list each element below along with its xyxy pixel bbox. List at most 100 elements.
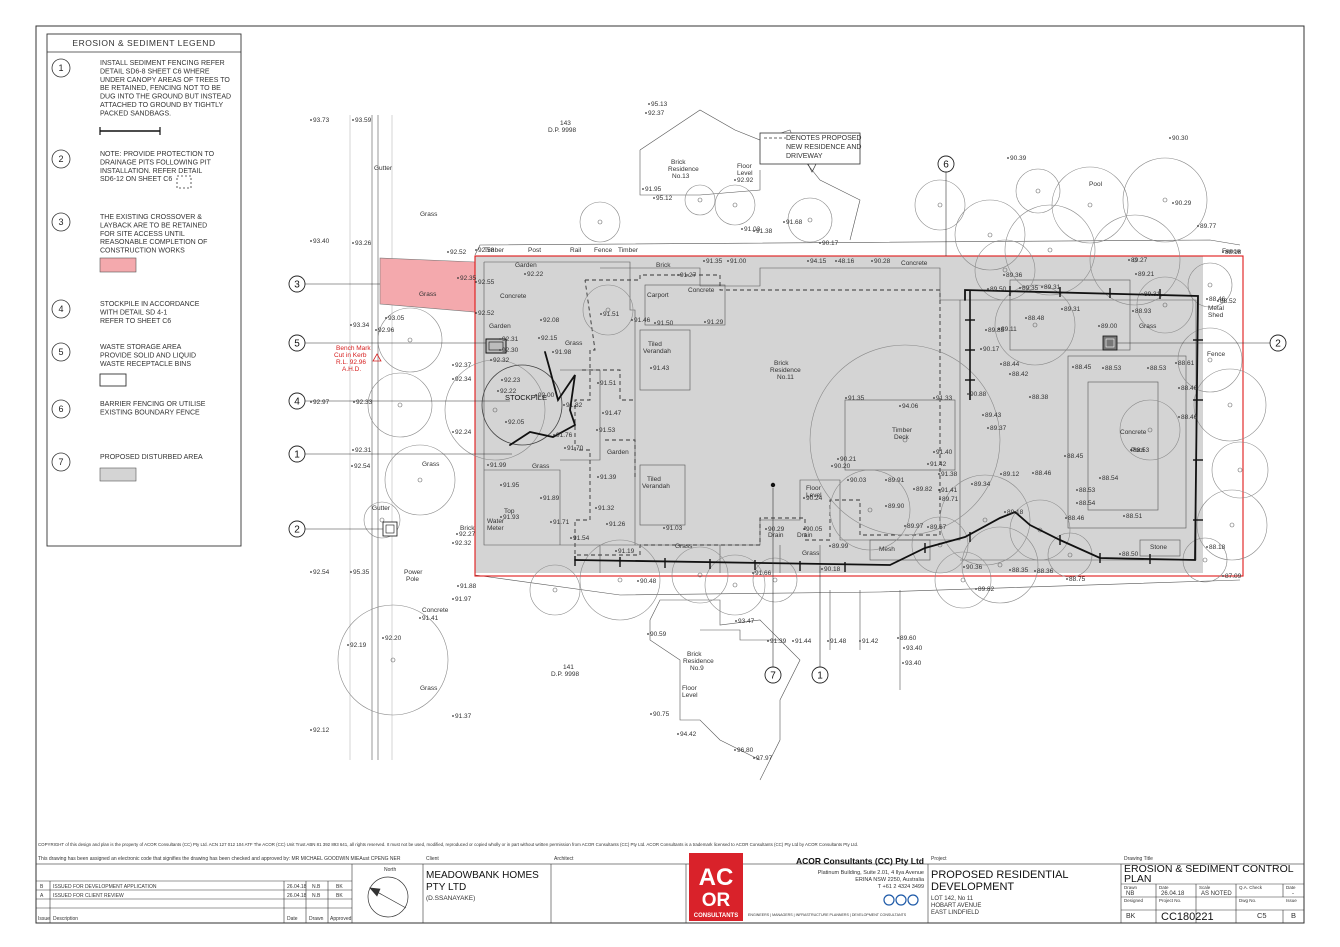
legend-marker: [51, 58, 71, 78]
svg-text:89.36: 89.36: [1006, 272, 1023, 279]
legend-text: DETAIL SD6-8 SHEET C6 WHERE: [100, 68, 210, 75]
plan-label: Deck: [894, 434, 910, 441]
spot-level: 88.93: [1132, 308, 1152, 315]
plan-label: No.11: [777, 374, 794, 381]
legend-marker: [51, 342, 71, 362]
plan-label: Tiled: [648, 341, 662, 348]
legend-text: PROVIDE SOLID AND LIQUID: [100, 352, 196, 359]
svg-text:88.53: 88.53: [1133, 447, 1150, 454]
svg-text:26.04.18: 26.04.18: [287, 884, 307, 890]
spot-level: 90.30: [1169, 135, 1189, 142]
spot-level: 91.44: [792, 638, 812, 645]
plan-label: Tiled: [647, 476, 661, 483]
svg-text:91.98: 91.98: [555, 349, 572, 356]
tree-canopy: [377, 307, 443, 373]
disturbed-area: [475, 256, 1203, 573]
svg-text:94.42: 94.42: [680, 731, 697, 738]
spot-level: 88.48: [1025, 315, 1045, 322]
spot-level: 88.46: [1065, 515, 1085, 522]
svg-text:92.54: 92.54: [354, 463, 371, 470]
logo-name: CONSULTANTS: [694, 913, 738, 919]
scale-label: Scale: [1199, 885, 1211, 890]
spot-level: 92.96: [375, 327, 395, 334]
plan-label: Post: [528, 247, 541, 254]
spot-level: 88.53: [1076, 487, 1096, 494]
plan-label: Pool: [1089, 181, 1103, 188]
north-arrow-icon: [367, 876, 409, 918]
spot-level: 91.95: [642, 186, 662, 193]
tree-canopy: [684, 184, 716, 216]
spot-level: 93.26: [352, 240, 372, 247]
svg-text:91.53: 91.53: [599, 427, 616, 434]
legend-marker-num: 4: [58, 304, 63, 314]
svg-text:95.13: 95.13: [651, 101, 668, 108]
project-label: Project: [931, 856, 947, 862]
spot-level: 89.12: [1000, 471, 1020, 478]
svg-text:92.58: 92.58: [478, 247, 495, 254]
svg-text:90.20: 90.20: [834, 463, 851, 470]
svg-text:92.31: 92.31: [355, 447, 372, 454]
svg-text:95.35: 95.35: [353, 569, 370, 576]
bench-mark-line-3: R.L. 92.96: [336, 359, 366, 366]
svg-text:92.34: 92.34: [455, 376, 472, 383]
spot-level: 90.36: [963, 564, 983, 571]
plan-label: D.P. 9998: [548, 127, 576, 134]
svg-text:N.B: N.B: [312, 893, 321, 899]
project-name-1: PROPOSED RESIDENTIAL: [931, 869, 1069, 881]
legend-text: UNDER CANOPY AREAS OF TREES TO: [100, 77, 230, 84]
svg-text:91.41: 91.41: [422, 615, 439, 622]
plan-label: Timber: [892, 427, 913, 434]
svg-text:89.31: 89.31: [1064, 306, 1081, 313]
spot-level: 91.46: [631, 317, 651, 324]
svg-text:91.68: 91.68: [786, 219, 803, 226]
plan-label: Metal: [1208, 305, 1224, 312]
svg-text:90.30: 90.30: [1172, 135, 1189, 142]
spot-level: 95.35: [350, 569, 370, 576]
svg-text:92.30: 92.30: [502, 347, 519, 354]
notice-line-3: DRIVEWAY: [786, 153, 823, 160]
svg-text:88.51: 88.51: [1126, 513, 1143, 520]
spot-level: 91.38: [753, 228, 773, 235]
client-name-1: MEADOWBANK HOMES: [426, 870, 539, 881]
spot-level: 91.03: [663, 525, 683, 532]
spot-level: 97.97: [753, 755, 773, 762]
plan-label: 143: [560, 120, 571, 127]
firm-address-1: Platinum Building, Suite 2.01, 4 Ilya Av…: [818, 870, 924, 876]
spot-level: 91.19: [615, 548, 635, 555]
client-name-2: PTY LTD: [426, 882, 466, 893]
legend-text: THE EXISTING CROSSOVER &: [100, 214, 202, 221]
spot-level: 92.52: [447, 249, 467, 256]
tree-canopy: [1119, 399, 1181, 461]
svg-text:91.51: 91.51: [603, 311, 620, 318]
spot-level: 91.53: [596, 427, 616, 434]
spot-level: 48.16: [835, 258, 855, 265]
svg-text:91.50: 91.50: [657, 320, 674, 327]
plan-label: Floor: [737, 163, 753, 170]
bench-mark: Bench Mark Cut in Kerb R.L. 92.96 A.H.D.: [334, 345, 382, 373]
legend-marker: [51, 452, 71, 472]
drawn-label: Drawn: [1124, 885, 1138, 890]
spot-level: 89.43: [982, 412, 1002, 419]
plan-label: Fence: [1222, 248, 1240, 255]
svg-text:91.41: 91.41: [941, 487, 958, 494]
tree-canopy: [994, 284, 1076, 366]
plan-label: No.9: [690, 665, 704, 672]
project-no-value: CC180221: [1161, 911, 1214, 923]
plan-label: Garden: [515, 262, 537, 269]
spot-level: 89.36: [1003, 272, 1023, 279]
tree-canopy: [1136, 276, 1194, 334]
spot-level: 91.51: [597, 380, 617, 387]
svg-text:89.31: 89.31: [1144, 291, 1161, 298]
svg-text:88.75: 88.75: [1069, 576, 1086, 583]
legend-text: STOCKPILE IN ACCORDANCE: [100, 301, 200, 308]
spot-level: 89.35: [1019, 285, 1039, 292]
spot-level: 92.37: [452, 362, 472, 369]
spot-level: 90.18: [821, 566, 841, 573]
svg-text:92.20: 92.20: [385, 635, 402, 642]
svg-text:A: A: [40, 893, 44, 899]
svg-text:92.00: 92.00: [538, 392, 555, 399]
